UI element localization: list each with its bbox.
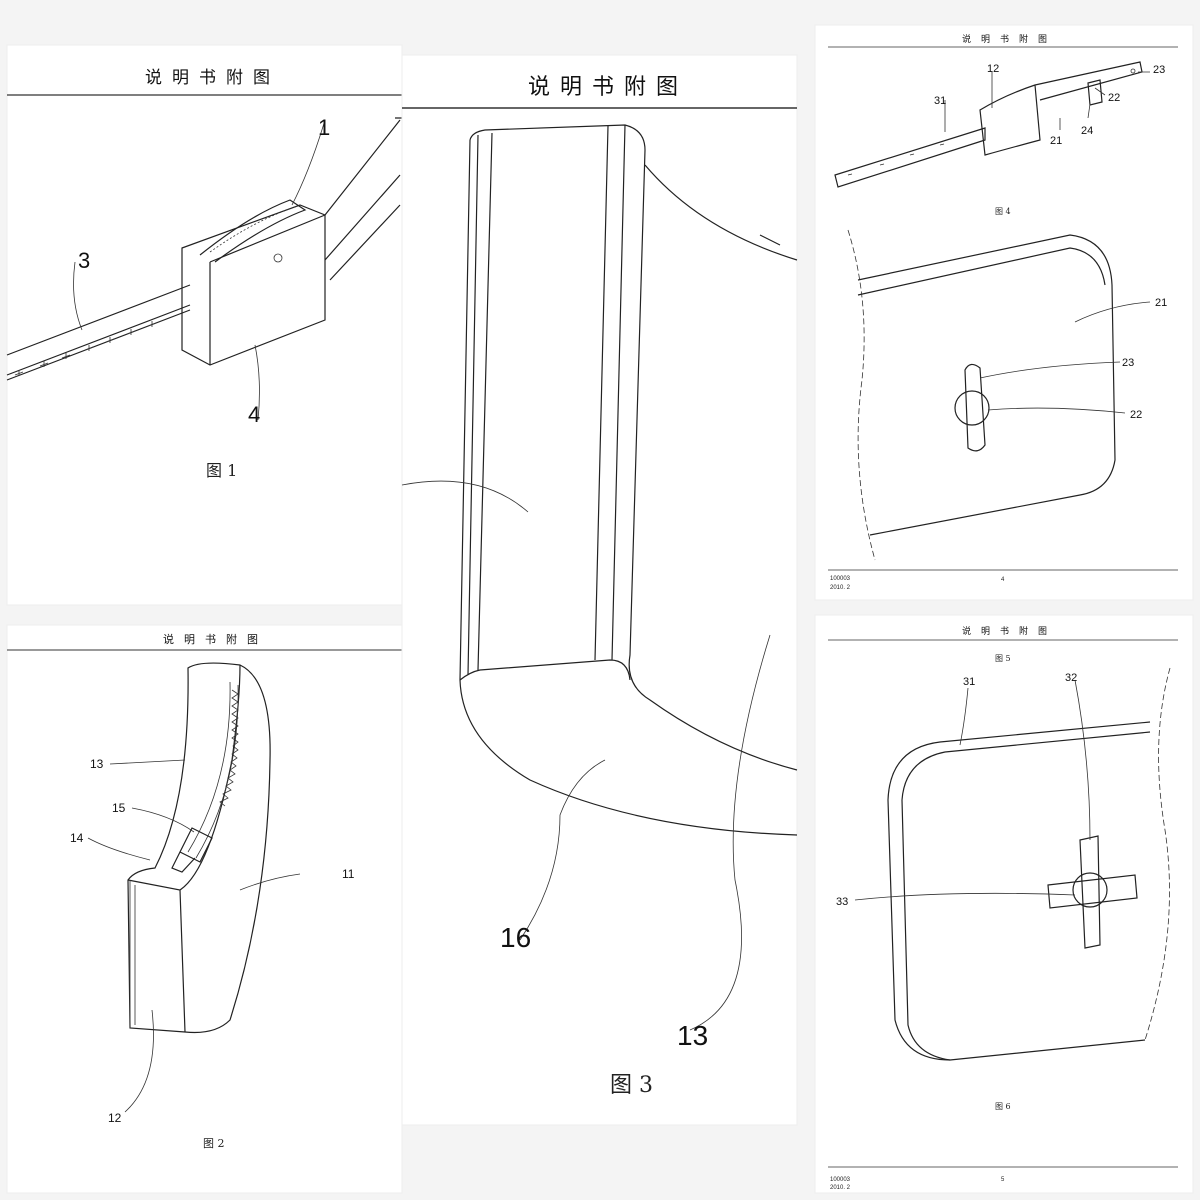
ref-label: 32 (1065, 672, 1077, 684)
fig5-caption: 图 5 (995, 654, 1011, 663)
ref-label: 21 (1155, 297, 1167, 309)
fig6-drawing (854, 667, 1171, 1061)
ref-label: 16 (500, 922, 531, 953)
ref-label: 13 (90, 757, 104, 771)
ref-label: 12 (987, 63, 999, 75)
ref-label: 3 (78, 248, 90, 273)
footer-date: 2010. 2 (830, 1185, 851, 1191)
ref-label: 4 (248, 402, 260, 427)
footer-page-number: 4 (1001, 577, 1005, 583)
ref-label: 31 (934, 95, 946, 107)
sheet-title: 说明书附图 (962, 625, 1057, 637)
sheet-fig1: 说明书附图 1 3 4 图 1 (6, 44, 403, 606)
fig2-drawing (87, 662, 301, 1113)
fig4-caption: 图 4 (995, 207, 1011, 216)
sheet-title: 说明书附图 (962, 33, 1057, 45)
fig3-caption: 图 3 (610, 1073, 653, 1098)
footer-page-number: 5 (1001, 1177, 1005, 1183)
sheet-title: 说明书附图 (145, 68, 280, 88)
footer-code: 100003 (830, 576, 851, 582)
ref-label: 21 (1050, 135, 1062, 147)
ref-label: 24 (1081, 125, 1093, 137)
fig4-drawing (834, 61, 1150, 188)
fig2-caption: 图 2 (203, 1137, 225, 1150)
footer-date: 2010. 2 (830, 585, 851, 591)
ref-label: 15 (112, 801, 126, 815)
sheet-fig4-fig5: 说明书附图 12 23 31 22 21 24 图 4 21 23 22 100… (814, 24, 1194, 601)
ref-label: 12 (108, 1111, 122, 1125)
sheet-fig3: 说明书附图 16 13 图 3 (401, 54, 798, 1126)
fig3-drawing (401, 124, 798, 1031)
ref-label: 11 (342, 867, 355, 881)
fig6-caption: 图 6 (995, 1102, 1011, 1111)
ref-label: 23 (1153, 64, 1165, 76)
fig5-drawing (847, 229, 1151, 561)
ref-label: 22 (1130, 409, 1142, 421)
ref-label: 14 (70, 831, 84, 845)
sheet-title: 说明书附图 (528, 75, 688, 100)
fig1-drawing (6, 117, 402, 421)
sheet-fig6: 说明书附图 图 5 31 32 33 图 6 100003 2010. 2 5 (814, 614, 1194, 1194)
ref-label: 1 (318, 115, 330, 140)
ref-label: 31 (963, 676, 975, 688)
sheet-title: 说明书附图 (163, 632, 268, 646)
footer-code: 100003 (830, 1177, 851, 1183)
ref-label: 22 (1108, 92, 1120, 104)
fig1-caption: 图 1 (206, 461, 237, 480)
ref-label: 13 (677, 1020, 708, 1051)
ref-label: 23 (1122, 357, 1134, 369)
ref-label: 33 (836, 896, 848, 908)
sheet-fig2: 说明书附图 13 15 14 11 12 图 2 (6, 624, 403, 1194)
